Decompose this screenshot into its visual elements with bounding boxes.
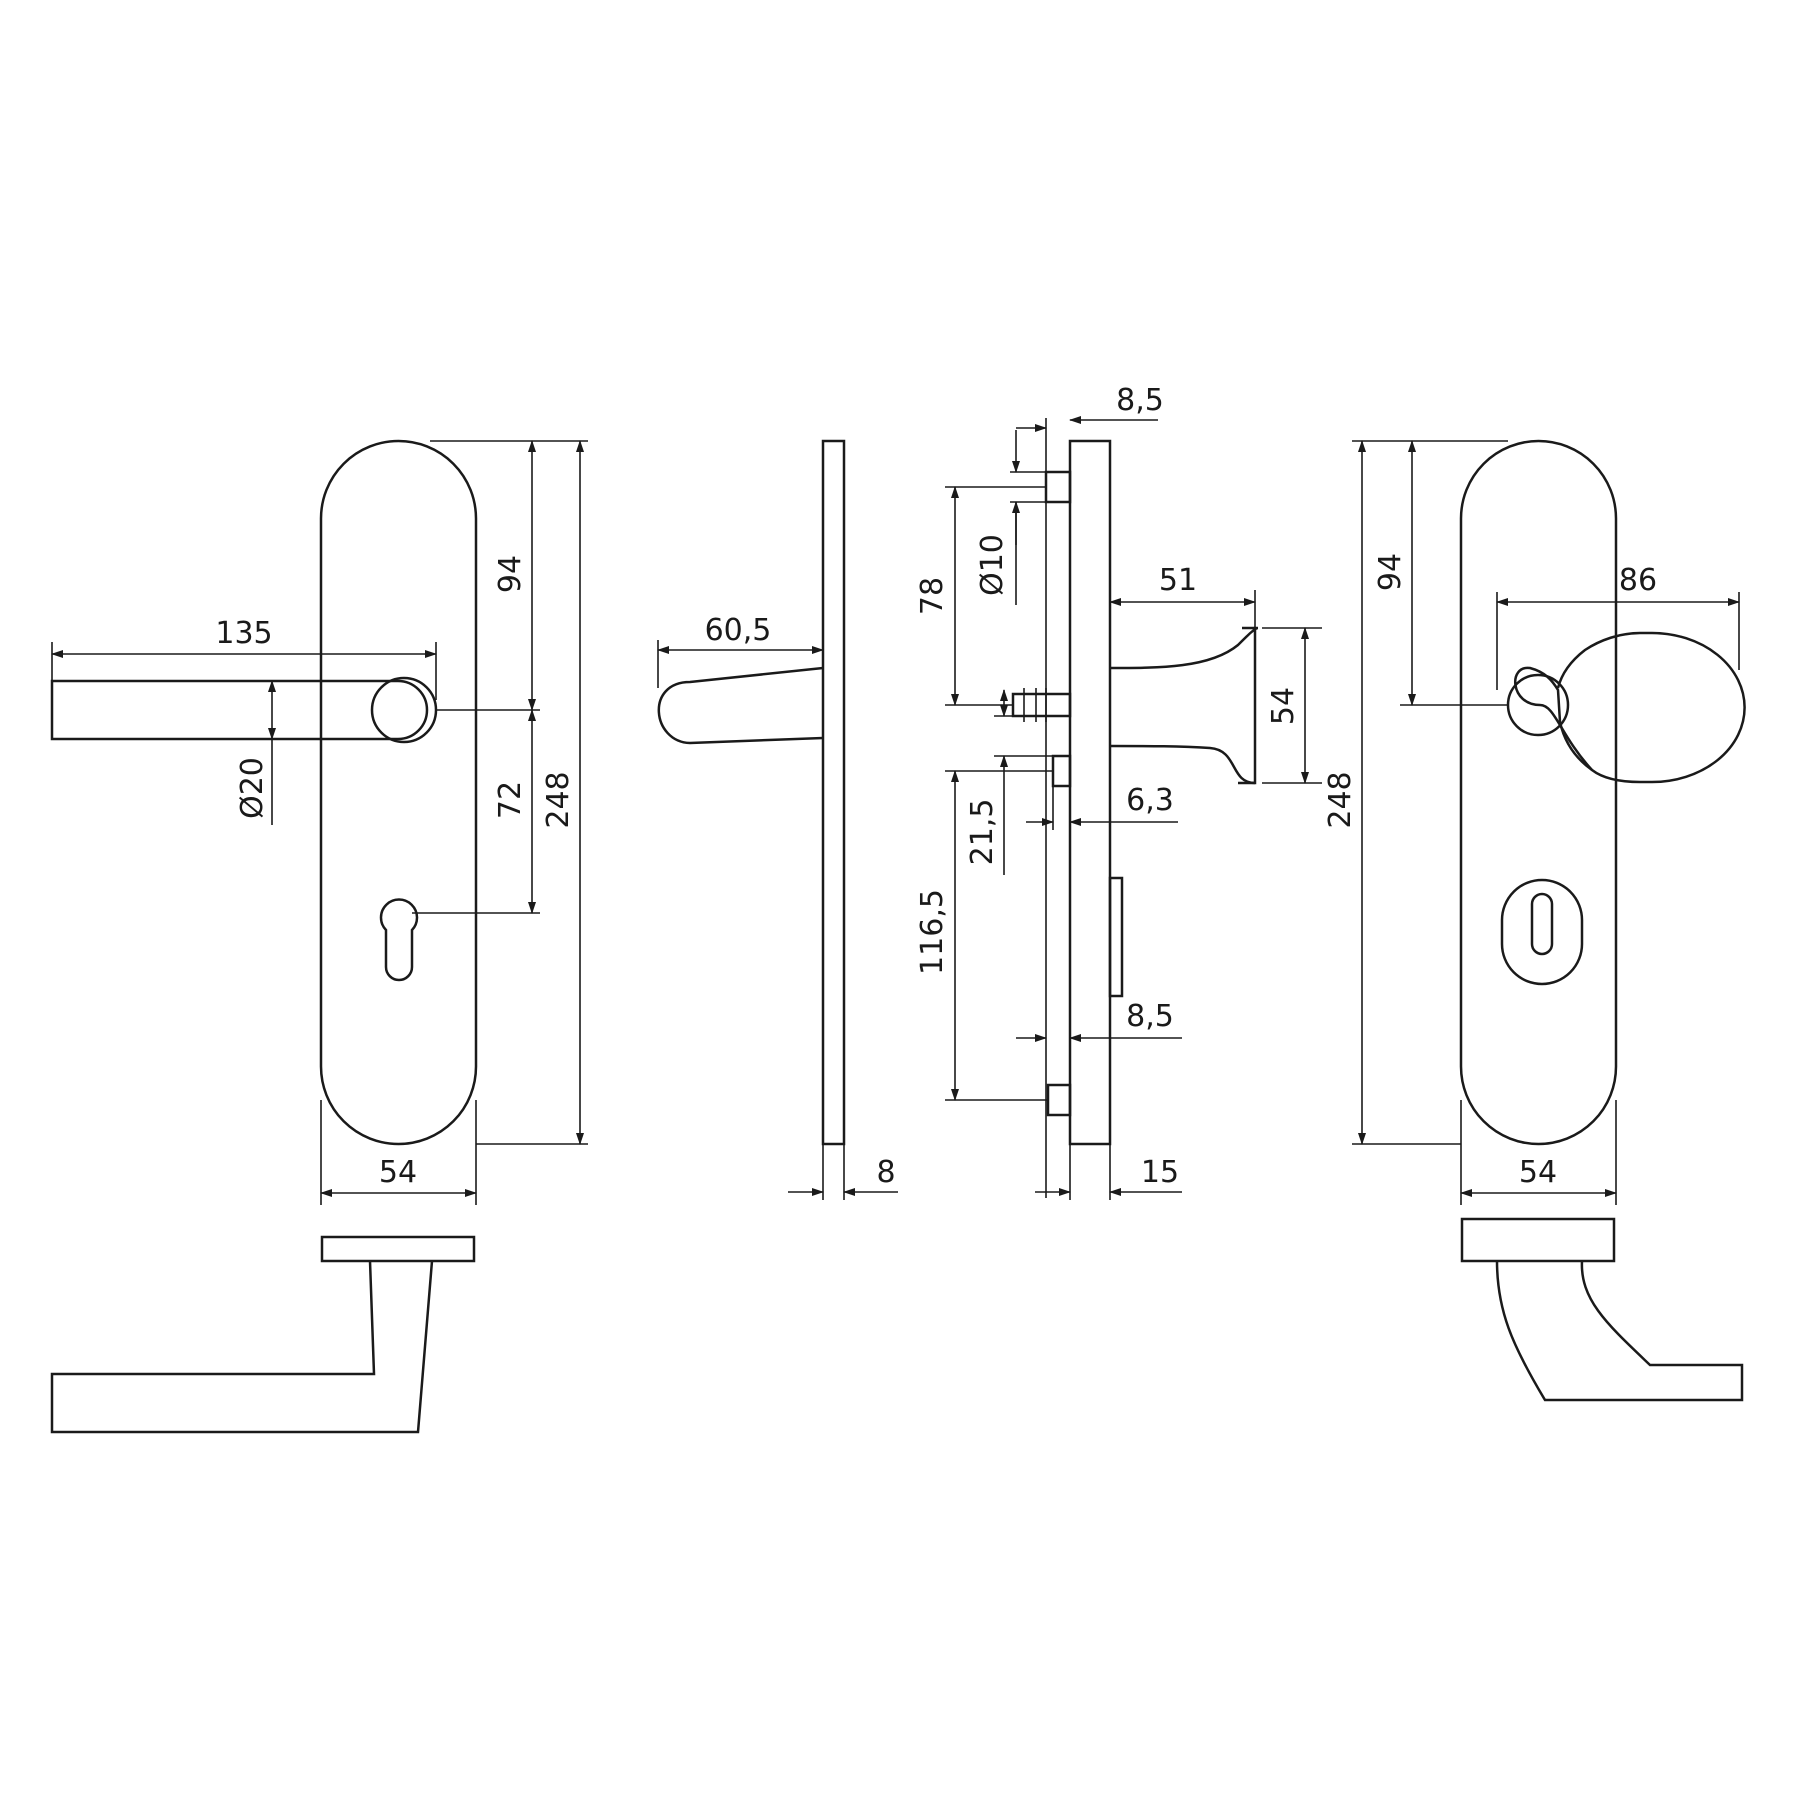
right-bottom-knob [1495, 1260, 1744, 1402]
left-front-view: 135 Ø20 94 72 248 54 [50, 439, 588, 1434]
dim-78: 78 [915, 577, 950, 615]
dim-54-left: 54 [379, 1155, 417, 1190]
left-lever [50, 679, 429, 741]
dim-135: 135 [215, 616, 272, 651]
right-knob [1514, 631, 1746, 784]
dim-248-right: 248 [1323, 771, 1358, 828]
dim-248-left: 248 [541, 771, 576, 828]
dim-86: 86 [1619, 563, 1657, 598]
dim-60-5: 60,5 [705, 613, 772, 648]
lower-stud [1051, 754, 1072, 788]
section-knob [1109, 626, 1259, 785]
dim-94-right: 94 [1373, 553, 1408, 591]
dim-8: 8 [876, 1155, 895, 1190]
dim-dia20: Ø20 [235, 757, 270, 819]
section-plate [1068, 439, 1112, 1146]
dim-72-left: 72 [493, 781, 528, 819]
left-bottom-lever [50, 1260, 434, 1434]
dim-94-left: 94 [493, 555, 528, 593]
cylinder-slot [1108, 876, 1124, 998]
bottom-stud [1046, 1083, 1072, 1117]
section-view: 8,5 Ø10 78 51 54 21,5 6,3 [915, 383, 1322, 1200]
left-bottom-plate [320, 1235, 476, 1263]
dim-dia10: Ø10 [975, 534, 1010, 596]
dim-54-right: 54 [1519, 1155, 1557, 1190]
left-keyhole [379, 898, 419, 982]
side-view: 60,5 8 [657, 439, 898, 1200]
dim-21-5: 21,5 [965, 799, 1000, 866]
right-bottom-plate [1460, 1217, 1616, 1263]
dim-8-5-bottom: 8,5 [1126, 999, 1174, 1034]
dim-6-3: 6,3 [1126, 783, 1174, 818]
dim-54-sec: 54 [1266, 687, 1301, 725]
dim-51: 51 [1159, 563, 1197, 598]
top-stud [1044, 470, 1072, 504]
right-cylinder [1500, 878, 1584, 986]
right-front-view: 94 248 86 54 [1323, 439, 1746, 1402]
side-lever [657, 666, 824, 745]
side-plate [821, 439, 846, 1146]
left-plate [319, 439, 478, 1146]
spindle [1011, 688, 1072, 722]
dim-15: 15 [1141, 1155, 1179, 1190]
right-plate [1459, 439, 1618, 1146]
dim-116-5: 116,5 [915, 889, 950, 975]
dim-8-5-top: 8,5 [1116, 383, 1164, 418]
